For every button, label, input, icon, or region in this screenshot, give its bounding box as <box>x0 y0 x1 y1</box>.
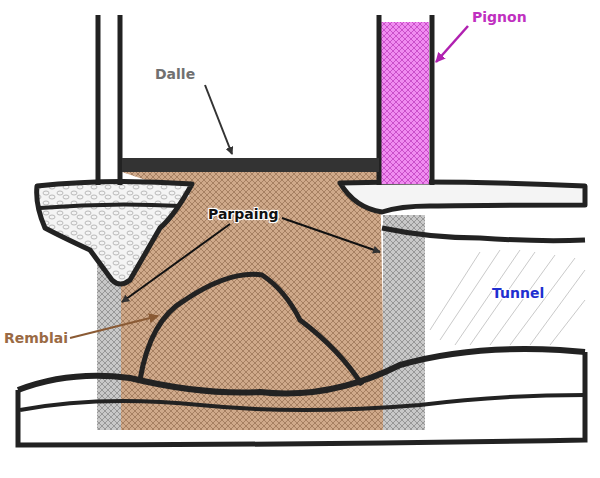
part-label: Tunnel <box>492 286 544 301</box>
part-label: Dalle <box>155 67 195 82</box>
part-label: Pignon <box>472 10 527 25</box>
part-label: Remblai <box>4 331 68 346</box>
part-label: Parpaing <box>208 207 279 222</box>
